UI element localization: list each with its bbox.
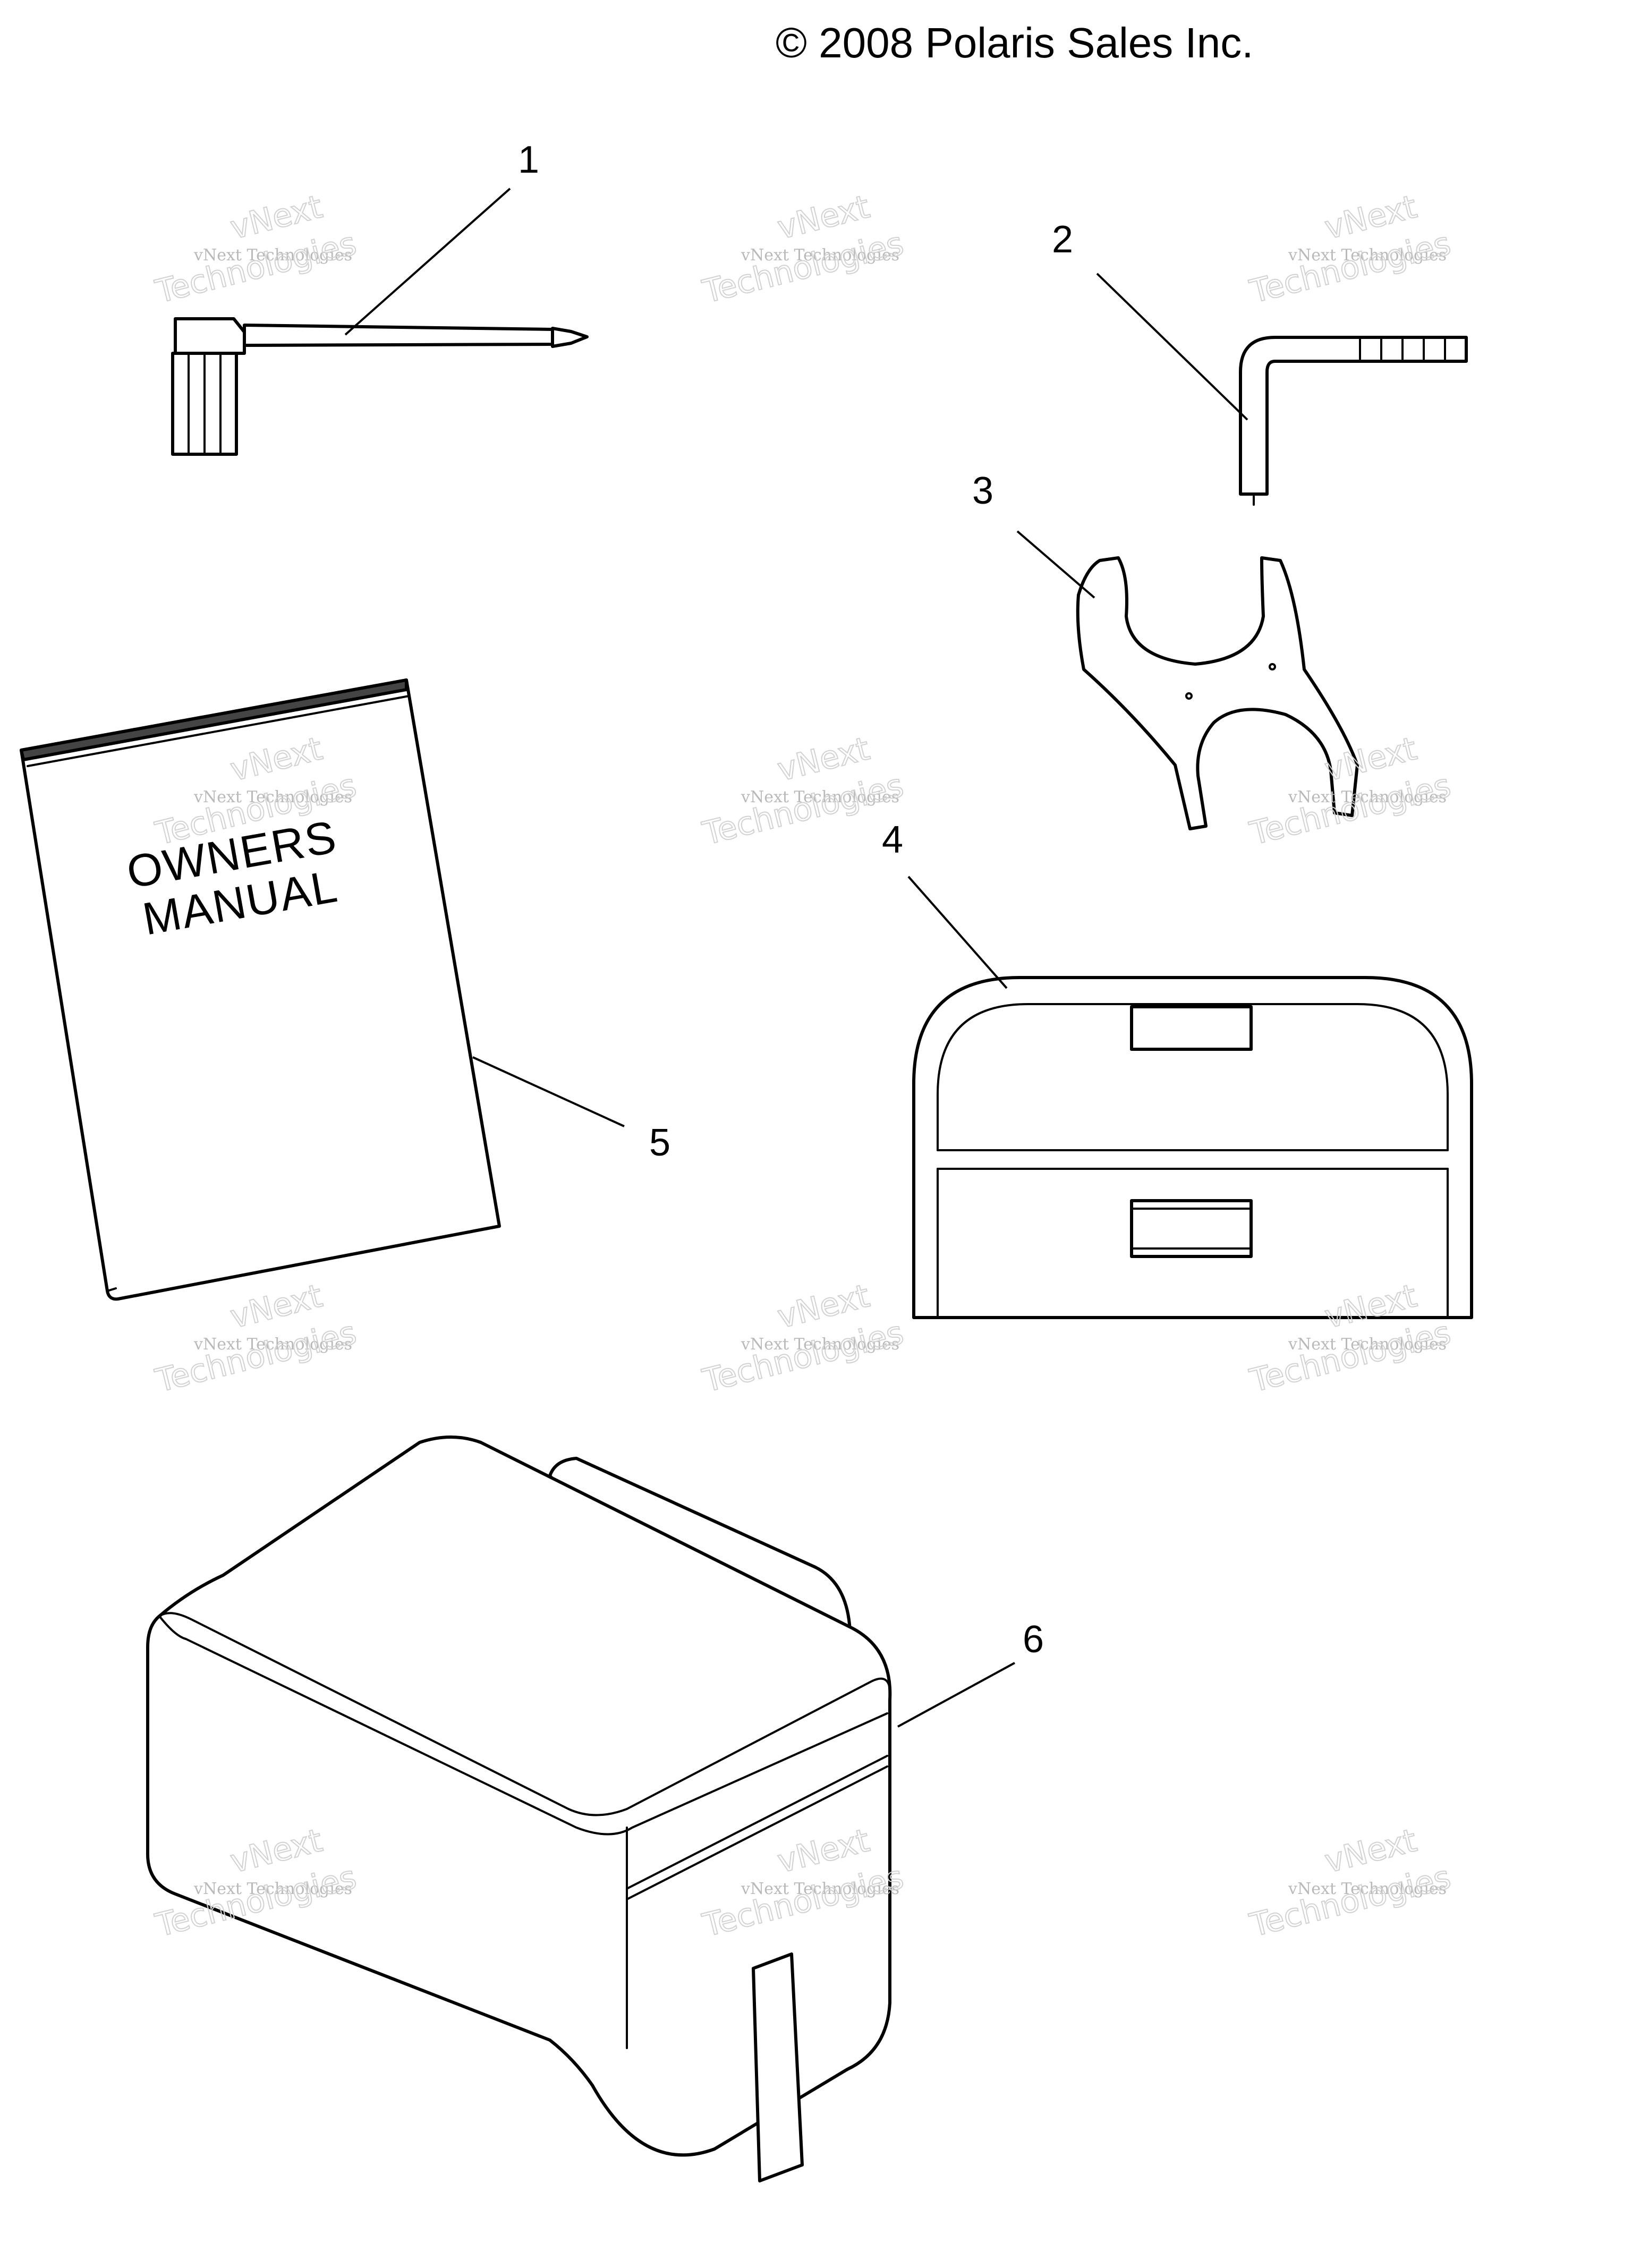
svg-text:vNext Technologies: vNext Technologies (741, 246, 899, 265)
watermark-1: vNext vNext Technologies Technologies (151, 188, 361, 311)
callout-6: 6 (1023, 1618, 1044, 1661)
part-3-spanner-wrench (1076, 556, 1359, 830)
copyright-text: © 2008 Polaris Sales Inc. (776, 19, 1253, 66)
leader-4 (907, 876, 1008, 989)
part-2-hex-key (1239, 336, 1468, 506)
leader-1 (344, 188, 511, 336)
callout-1: 1 (518, 139, 539, 181)
svg-text:vNext Technologies: vNext Technologies (193, 246, 352, 265)
svg-text:vNext Technologies: vNext Technologies (1288, 246, 1447, 265)
svg-text:vNext Technologies: vNext Technologies (1288, 1335, 1447, 1354)
part-1-screwdriver (171, 317, 589, 456)
watermark-7: vNext vNext Technologies Technologies (151, 1277, 361, 1400)
callout-4: 4 (882, 819, 903, 861)
svg-text:vNext Technologies: vNext Technologies (193, 1335, 352, 1354)
svg-text:vNext Technologies: vNext Technologies (741, 1335, 899, 1354)
watermark-6: vNext vNext Technologies Technologies (1246, 729, 1455, 853)
svg-text:vNext Technologies: vNext Technologies (193, 1880, 352, 1898)
svg-text:vNext Technologies: vNext Technologies (1288, 788, 1447, 806)
watermark-8: vNext vNext Technologies Technologies (699, 1277, 908, 1400)
svg-text:vNext Technologies: vNext Technologies (741, 788, 899, 806)
part-5-owners-manual: OWNERS MANUAL (20, 678, 501, 1301)
part-4-backrest (912, 976, 1473, 1319)
svg-text:vNext Technologies: vNext Technologies (1288, 1880, 1447, 1898)
leader-6 (897, 1662, 1015, 1728)
part-6-storage-bag (146, 1435, 892, 2182)
watermark-12: vNext vNext Technologies Technologies (1246, 1821, 1455, 1945)
svg-text:vNext Technologies: vNext Technologies (741, 1880, 899, 1898)
leader-3 (1016, 530, 1095, 599)
callout-2: 2 (1052, 218, 1073, 261)
callout-5: 5 (649, 1122, 670, 1164)
leader-2 (1096, 273, 1248, 421)
watermark-5: vNext vNext Technologies Technologies (699, 729, 908, 853)
watermark-3: vNext vNext Technologies Technologies (1246, 188, 1455, 311)
svg-text:vNext Technologies: vNext Technologies (193, 788, 352, 806)
callout-3: 3 (972, 470, 993, 512)
watermark-2: vNext vNext Technologies Technologies (699, 188, 908, 311)
leader-5 (472, 1056, 625, 1127)
